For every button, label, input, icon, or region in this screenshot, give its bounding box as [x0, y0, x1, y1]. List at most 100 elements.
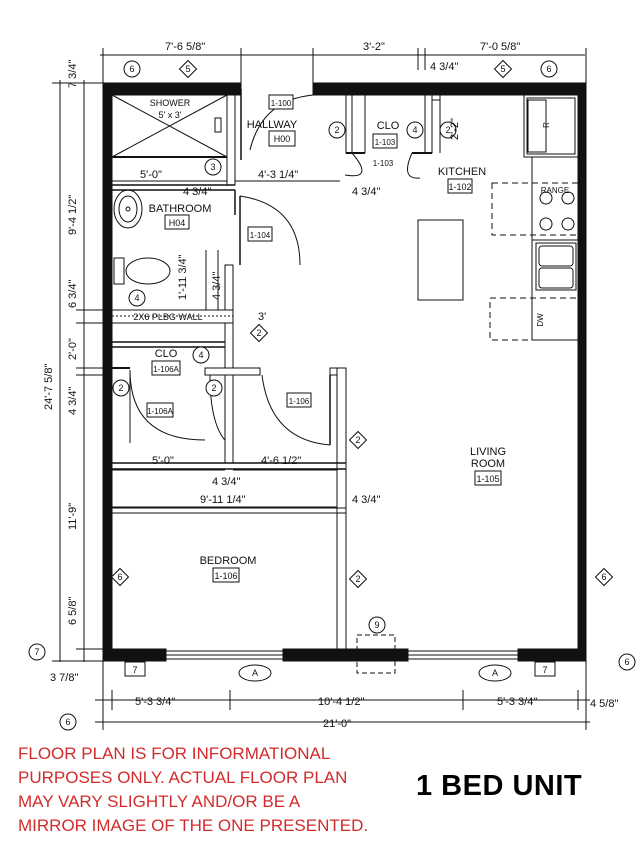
- tag-2-hall-wall: [348, 430, 368, 450]
- tag-text: 5: [500, 64, 505, 74]
- tag-2-clo2-right: [205, 379, 223, 397]
- dim-bath-vert-2: 4 3/4": [211, 272, 223, 300]
- tag-text: 2: [256, 328, 261, 338]
- wall-top-right: [312, 82, 587, 96]
- bathroom-label: BATHROOM: [149, 203, 212, 215]
- tag-6-right: [594, 567, 614, 587]
- tag-3-shower: [204, 158, 222, 176]
- plumbing-wall-label: 2X6 PLBG WALL: [133, 312, 202, 322]
- dim-bottom-right-edge: 4 5/8": [590, 698, 618, 710]
- fridge-label: R: [542, 122, 551, 128]
- dim-shower: 5'-0": [140, 169, 162, 181]
- bedroom-label: BEDROOM: [200, 555, 257, 567]
- disclaimer-line: MAY VARY SLIGHTLY AND/OR BE A: [18, 792, 301, 811]
- tag-2-clo2-left: [112, 379, 130, 397]
- dim-bottom-right: 5'-3 3/4": [497, 696, 537, 708]
- dim-left-upper: 9'-4 1/2": [67, 195, 79, 235]
- tag-a-right: [478, 664, 512, 682]
- range-label: RANGE: [541, 186, 569, 195]
- tag-7-bottom-left: [124, 661, 146, 677]
- dim-clo-wall: 4 3/4": [212, 476, 240, 488]
- closet-code: 1-103: [375, 138, 396, 147]
- tag-5-top-left: [178, 59, 198, 79]
- tag-text: 2: [355, 574, 360, 584]
- tag-text: 4: [412, 125, 417, 135]
- unit-title: 1 BED UNIT: [416, 770, 583, 802]
- wall-bottom-2: [282, 648, 409, 662]
- hallway-code: H00: [274, 134, 291, 144]
- bedroom-code: 1-106: [214, 571, 237, 581]
- dim-left-wall1: 6 3/4": [67, 280, 79, 308]
- shower-size: 5' x 3': [159, 110, 182, 120]
- kitchen-label: KITCHEN: [438, 166, 486, 178]
- dim-left-wall2: 4 3/4": [67, 387, 79, 415]
- dim-left-edge: 7 3/4": [67, 60, 79, 88]
- dim-left-mid: 2'-0": [67, 338, 79, 360]
- shower-label: SHOWER: [150, 98, 191, 108]
- bath-sink: [113, 189, 143, 229]
- hallway-label: HALLWAY: [247, 119, 298, 131]
- living-label: LIVING: [470, 446, 506, 458]
- dim-bath-vert-1: 1'-11 3/4": [177, 254, 189, 300]
- tag-a-left: [238, 664, 272, 682]
- closet-door-tag: 1-103: [373, 159, 394, 168]
- bedroom-door-tag: 1-106: [289, 397, 310, 406]
- tag-text: 2: [211, 383, 216, 393]
- tag-4-clo: [406, 121, 424, 139]
- dim-hall: 4'-3 1/4": [258, 169, 298, 181]
- tag-text: 9: [374, 620, 379, 630]
- dim-left-overall: 24'-7 5/8": [43, 364, 55, 410]
- tag-text: 5: [185, 64, 190, 74]
- dim-kitchen-clo: 2'-2": [449, 118, 461, 140]
- tag-7-left-edge: [28, 643, 46, 661]
- dim-bedroom: 9'-11 1/4": [200, 494, 246, 506]
- tag-text: 4: [134, 293, 139, 303]
- wall-right: [577, 82, 587, 662]
- wall-top-left: [102, 82, 242, 96]
- tag-text: 4: [198, 350, 203, 360]
- dim-hall-wall-a: 4 3/4": [183, 186, 211, 198]
- tag-5-top-right: [493, 59, 513, 79]
- tag-text: 3: [210, 162, 215, 172]
- tag-text: A: [492, 668, 498, 678]
- tag-4-clo2: [192, 346, 210, 364]
- tag-2-clo-right: [439, 121, 457, 139]
- disclaimer-line: MIRROR IMAGE OF THE ONE PRESENTED.: [18, 816, 369, 835]
- tag-6-top-right: [540, 60, 558, 78]
- dim-bedroom-wall: 4 3/4": [352, 494, 380, 506]
- tag-6-right-edge: [618, 653, 636, 671]
- tag-4-bath: [128, 289, 146, 307]
- dim-bottom-mid: 10'-4 1/2": [318, 696, 364, 708]
- tag-text: 2: [445, 125, 450, 135]
- clo2-label: CLO: [155, 348, 178, 360]
- tag-9-window: [368, 616, 386, 634]
- dim-bottom-left: 5'-3 3/4": [135, 696, 175, 708]
- tag-text: 6: [624, 657, 629, 667]
- dim-bottom-overall: 21'-0": [323, 718, 351, 730]
- dim-bottom-left-edge: 3 7/8": [50, 672, 78, 684]
- tag-text: 6: [129, 64, 134, 74]
- hallway-door-tag: 1-100: [271, 99, 292, 108]
- wall-bottom-3: [517, 648, 587, 662]
- tag-text: 2: [355, 435, 360, 445]
- tag-text: 7: [132, 665, 137, 675]
- tag-text: 2: [334, 125, 339, 135]
- tag-2-plbg: [249, 323, 269, 343]
- living-label-2: ROOM: [471, 458, 505, 470]
- tag-text: 2: [118, 383, 123, 393]
- fridge: [523, 94, 579, 158]
- tag-text: 6: [65, 717, 70, 727]
- living-code: 1-105: [476, 474, 499, 484]
- floor-plan: 6 5 5 6 3 2 2 4 2 4 2 2 2 4 2 6 6 7 7 9 …: [28, 41, 636, 731]
- tag-text: 6: [601, 572, 606, 582]
- wall-bottom-1: [102, 648, 167, 662]
- closet-label: CLO: [377, 120, 400, 132]
- dim-clo2: 3': [258, 311, 266, 323]
- kitchen-island: [417, 219, 464, 301]
- dw-label: DW: [536, 313, 545, 327]
- kitchen-sink: [535, 242, 577, 291]
- clo2-code: 1-106A: [153, 365, 179, 374]
- wall-bath-east: [226, 94, 236, 186]
- bathroom-code: H04: [169, 218, 186, 228]
- dim-top-right: 7'-0 5/8": [480, 41, 520, 53]
